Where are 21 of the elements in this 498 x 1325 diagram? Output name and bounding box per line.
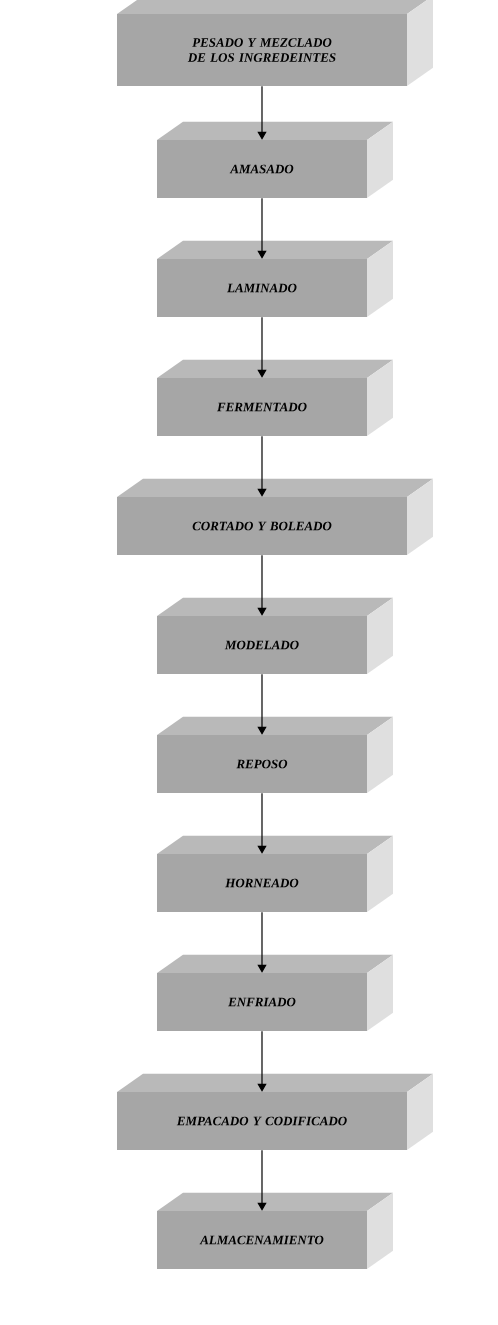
process-box: CORTADO Y BOLEADO bbox=[117, 478, 433, 555]
arrow bbox=[257, 316, 267, 378]
arrow bbox=[257, 673, 267, 735]
arrow bbox=[257, 85, 267, 140]
arrow bbox=[257, 911, 267, 973]
process-box: REPOSO bbox=[157, 716, 393, 793]
process-box: PESADO Y MEZCLADO DE LOS INGREDEINTES bbox=[117, 0, 433, 86]
process-box: ENFRIADO bbox=[157, 954, 393, 1031]
process-box: ALMACENAMIENTO bbox=[157, 1192, 393, 1269]
arrow bbox=[257, 435, 267, 497]
arrow bbox=[257, 792, 267, 854]
process-box: MODELADO bbox=[157, 597, 393, 674]
process-box: EMPACADO Y CODIFICADO bbox=[117, 1073, 433, 1150]
arrow bbox=[257, 1030, 267, 1092]
arrow bbox=[257, 554, 267, 616]
process-box: AMASADO bbox=[157, 121, 393, 198]
arrow bbox=[257, 197, 267, 259]
process-box: LAMINADO bbox=[157, 240, 393, 317]
arrow bbox=[257, 1149, 267, 1211]
process-box: HORNEADO bbox=[157, 835, 393, 912]
process-box: FERMENTADO bbox=[157, 359, 393, 436]
